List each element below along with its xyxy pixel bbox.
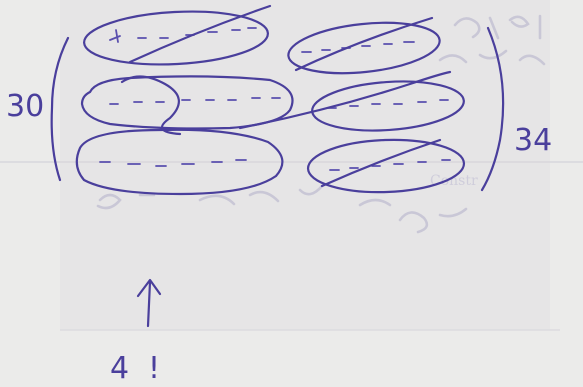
left-count-label: 30 [6, 89, 44, 124]
group-middle-right [238, 70, 465, 132]
up-arrow-icon [136, 278, 162, 328]
right-bracket-icon [480, 26, 505, 192]
group-top-left [83, 4, 272, 66]
group-bottom-right [306, 138, 466, 194]
group-bottom-left [75, 128, 284, 196]
right-count-label: 34 [514, 123, 552, 158]
group-top-right [287, 16, 441, 75]
group-size-label: 4 [110, 351, 129, 386]
left-brace-icon [50, 36, 70, 182]
exclamation-mark: ! [148, 351, 160, 386]
svg-text:Constr: Constr [430, 173, 478, 189]
